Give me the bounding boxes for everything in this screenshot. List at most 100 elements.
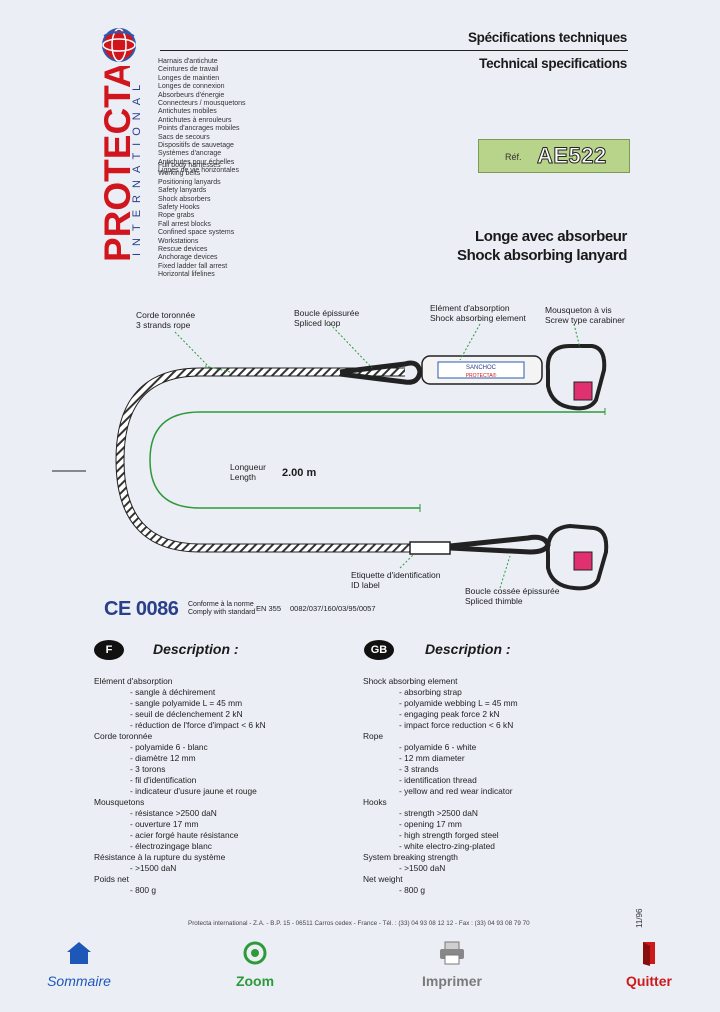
standard: EN 355 <box>256 604 282 613</box>
nav-home-button[interactable]: Sommaire <box>40 940 118 989</box>
description-detail: - résistance >2500 daN <box>130 808 217 818</box>
caption-id-fr: Etiquette d'identification <box>351 570 441 580</box>
list-item: Anchorage devices <box>158 254 218 262</box>
caption-id-label: Etiquette d'identification ID label <box>351 570 441 590</box>
spliced-thimble <box>449 534 551 555</box>
description-detail: - identification thread <box>399 775 477 785</box>
reference-label: Réf. <box>505 152 522 162</box>
product-title-en: Shock absorbing lanyard <box>456 247 627 264</box>
list-item: Workstations <box>158 237 199 245</box>
description-detail: - électrozingage blanc <box>130 841 212 851</box>
carabiner-top <box>545 344 607 411</box>
description-detail: - 800 g <box>130 885 157 895</box>
list-item: Longes de maintien <box>158 74 220 82</box>
certification-conform: Conforme à la norme Comply with standard <box>188 601 255 617</box>
description-detail: - diamètre 12 mm <box>130 753 196 763</box>
nav-print-label: Imprimer <box>422 973 482 989</box>
caption-absorber-en: Shock absorbing element <box>430 313 526 323</box>
description-heading-en: Description : <box>425 641 511 657</box>
list-item: Fixed ladder fall arrest <box>158 262 228 270</box>
product-list-fr: Harnais d'antichute Ceintures de travail… <box>158 58 246 176</box>
description-detail: - acier forgé haute résistance <box>130 830 239 840</box>
length-indicator <box>149 411 605 509</box>
description-item: Rope <box>363 731 384 741</box>
flag-f-badge: F <box>94 640 124 660</box>
nav-zoom-label: Zoom <box>235 973 275 989</box>
list-item: Rope grabs <box>158 212 195 220</box>
conform-en: Comply with standard <box>188 609 256 616</box>
description-detail: - indicateur d'usure jaune et rouge <box>130 786 257 796</box>
list-item: Full body harnesses <box>158 162 221 169</box>
brand-sub: INTERNATIONAL <box>131 78 143 256</box>
description-item: Poids net <box>94 874 129 884</box>
list-item: Confined space systems <box>158 229 235 237</box>
carabiner-bottom <box>545 523 609 591</box>
list-item: Antichutes pour échelles <box>158 158 235 166</box>
description-detail: - engaging peak force 2 kN <box>399 709 500 719</box>
product-list-en: Full body harnesses Working belts Positi… <box>158 162 234 280</box>
description-detail: - fil d'identification <box>130 775 197 785</box>
nav-print-button[interactable]: Imprimer <box>414 940 490 989</box>
caption-rope-en: 3 strands rope <box>136 320 191 330</box>
caption-thimble: Boucle cossée épissurée Spliced thimble <box>465 586 560 606</box>
printer-icon <box>414 940 490 969</box>
absorber-brand: SANCHOC <box>466 365 497 371</box>
description-item: Résistance à la rupture du système <box>94 852 226 862</box>
list-item: Longes de connexion <box>158 83 225 91</box>
description-detail: - ouverture 17 mm <box>130 819 199 829</box>
reference-box: Réf. AE522 <box>478 139 630 173</box>
description-detail: - absorbing strap <box>399 687 462 697</box>
nav-home-label: Sommaire <box>47 973 111 989</box>
caption-thimble-fr: Boucle cossée épissurée <box>465 586 560 596</box>
certification-number: 0082/037/160/03/95/0057 <box>290 604 376 613</box>
caption-rope-fr: Corde toronnée <box>136 310 196 320</box>
description-detail: - strength >2500 daN <box>399 808 478 818</box>
conform-fr: Conforme à la norme <box>188 601 254 608</box>
description-detail: - réduction de l'force d'impact < 6 kN <box>130 720 266 730</box>
list-item: Absorbeurs d'énergie <box>158 91 225 99</box>
caption-carabiner-fr: Mousqueton à vis <box>545 305 612 315</box>
id-label <box>409 541 451 555</box>
date-code: 11/96 <box>628 900 648 930</box>
list-item: Systèmes d'ancrage <box>158 150 222 158</box>
list-item: Antichutes à enrouleurs <box>158 116 232 124</box>
description-detail: - yellow and red wear indicator <box>399 786 513 796</box>
list-item: Harnais d'antichute <box>158 58 218 65</box>
caption-thimble-en: Spliced thimble <box>465 596 523 606</box>
product-title-fr: Longe avec absorbeur <box>474 228 627 245</box>
caption-length-en: Length <box>230 472 256 482</box>
description-item: Corde toronnée <box>94 731 153 741</box>
nav-quit-button[interactable]: Quitter <box>617 940 681 989</box>
list-item: Positioning lanyards <box>158 178 221 186</box>
bottom-nav: Sommaire Zoom Imprimer Quitter <box>0 936 720 1012</box>
absorber-logo: PROTECTA® <box>466 372 497 379</box>
description-item: Net weight <box>363 874 403 884</box>
date-code-text: 11/96 <box>635 908 644 928</box>
description-detail: - polyamide webbing L = 45 mm <box>399 698 518 708</box>
caption-length: Longueur Length <box>230 462 266 482</box>
list-item: Lignes de vie horizontales <box>158 167 239 175</box>
caption-absorber-fr: Elément d'absorption <box>430 303 510 313</box>
description-detail: - 3 torons <box>130 764 166 774</box>
description-fr: Elément d'absorption- sangle à déchireme… <box>94 676 266 896</box>
nav-zoom-button[interactable]: Zoom <box>225 940 285 989</box>
description-detail: - opening 17 mm <box>399 819 462 829</box>
list-item: Horizontal lifelines <box>158 271 215 279</box>
zoom-icon <box>225 940 285 969</box>
list-item: Ceintures de travail <box>158 66 219 74</box>
caption-carabiner: Mousqueton à vis Screw type carabiner <box>545 305 625 325</box>
description-detail: - polyamide 6 - white <box>399 742 477 752</box>
list-item: Antichutes mobiles <box>158 108 217 116</box>
header-divider <box>160 50 628 51</box>
spliced-loop-top <box>339 360 423 385</box>
description-en: Shock absorbing element- absorbing strap… <box>363 676 518 896</box>
description-item: Mousquetons <box>94 797 145 807</box>
list-item: Shock absorbers <box>158 195 211 203</box>
description-detail: - seuil de déclenchement 2 kN <box>130 709 243 719</box>
caption-loop: Boucle épissurée Spliced loop <box>294 308 359 328</box>
description-item: System breaking strength <box>363 852 458 862</box>
caption-rope: Corde toronnée 3 strands rope <box>136 310 195 330</box>
lanyard-diagram: SANCHOC PROTECTA® <box>0 290 720 610</box>
caption-absorber: Elément d'absorption Shock absorbing ele… <box>430 303 526 323</box>
header-title-fr: Spécifications techniques <box>467 30 627 45</box>
